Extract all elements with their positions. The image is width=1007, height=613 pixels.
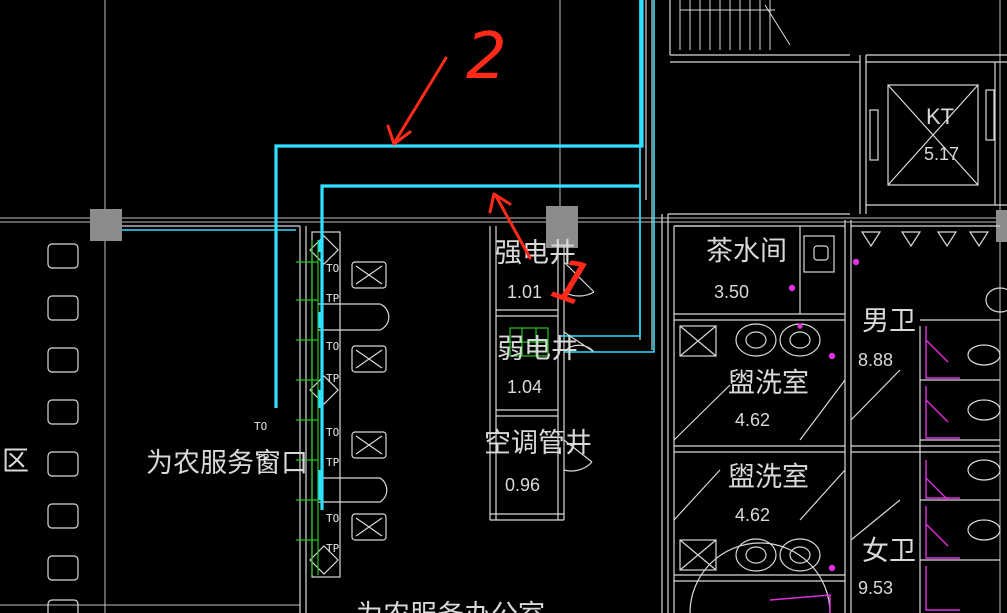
weak-power-room-name: 弱电井: [497, 334, 578, 365]
mens-toilet-area: 8.88: [858, 350, 893, 370]
elevator-area: 5.17: [924, 144, 959, 164]
arrow-1-head: [488, 192, 512, 214]
elevator-shaft: [869, 84, 995, 186]
weak-power-room-area: 1.04: [507, 377, 542, 397]
red-annotations: [386, 56, 532, 260]
left-zone-label: 区: [2, 446, 29, 477]
strong-power-room-area: 1.01: [507, 282, 542, 302]
washroom-1-area: 4.62: [735, 410, 770, 430]
ac-shaft-room-area: 0.96: [505, 475, 540, 495]
duct-route-2: [274, 0, 644, 408]
outlet-tag-tp: TP: [326, 456, 340, 469]
tea-room-name: 茶水间: [706, 236, 787, 267]
mens-toilet-name: 男卫: [862, 306, 916, 337]
outlet-tag-to: TO: [326, 512, 339, 525]
column-left: [90, 209, 122, 241]
room-labels: 强电井 1.01 弱电井 1.04 空调管井 0.96 茶水间 3.50 盥洗室…: [2, 104, 959, 613]
cyan-thin-routes: [122, 0, 655, 353]
tea-room-area: 3.50: [714, 282, 749, 302]
outlet-tag-to: TO: [326, 426, 339, 439]
outlet-tag-to-wall: TO: [254, 420, 267, 433]
toilet-partitions: [769, 258, 960, 613]
service-window-label: 为农服务窗口: [146, 448, 308, 479]
service-office-label: 为农服务办公室: [356, 600, 545, 613]
duct-route-1: [320, 184, 640, 510]
washroom-2-area: 4.62: [735, 505, 770, 525]
outlet-tag-to: TO: [326, 262, 339, 275]
strong-power-room-name: 强电井: [495, 238, 576, 269]
sanitary-fixtures: [679, 231, 1007, 613]
seat-column-left: [47, 243, 79, 613]
womens-toilet-name: 女卫: [862, 536, 916, 567]
womens-toilet-area: 9.53: [858, 578, 893, 598]
annotation-mark-2: 2: [466, 20, 507, 94]
cyan-duct-routes: [274, 0, 644, 510]
ac-shaft-room-name: 空调管井: [484, 428, 592, 459]
outlet-tag-to: TO: [326, 340, 339, 353]
arrow-2-head: [386, 124, 412, 146]
washroom-2-name: 盥洗室: [728, 462, 809, 493]
arrow-2-shaft: [394, 56, 448, 142]
outlet-tag-tp: TP: [326, 372, 340, 385]
washroom-1-name: 盥洗室: [728, 368, 809, 399]
outlet-tag-tp: TP: [326, 292, 340, 305]
outlet-tag-tp: TP: [326, 542, 340, 555]
column-right: [996, 210, 1007, 242]
structural-columns: [90, 206, 1007, 248]
outlet-tags: TO TP TO TP TO TP TO TP TO TP: [254, 262, 340, 555]
column-center: [546, 206, 578, 248]
elevator-label: KT: [926, 104, 954, 129]
arrow-1-shaft: [494, 194, 532, 260]
green-outlet-marks: [296, 240, 549, 575]
outlet-tag-tp-wall: TP: [256, 452, 270, 465]
